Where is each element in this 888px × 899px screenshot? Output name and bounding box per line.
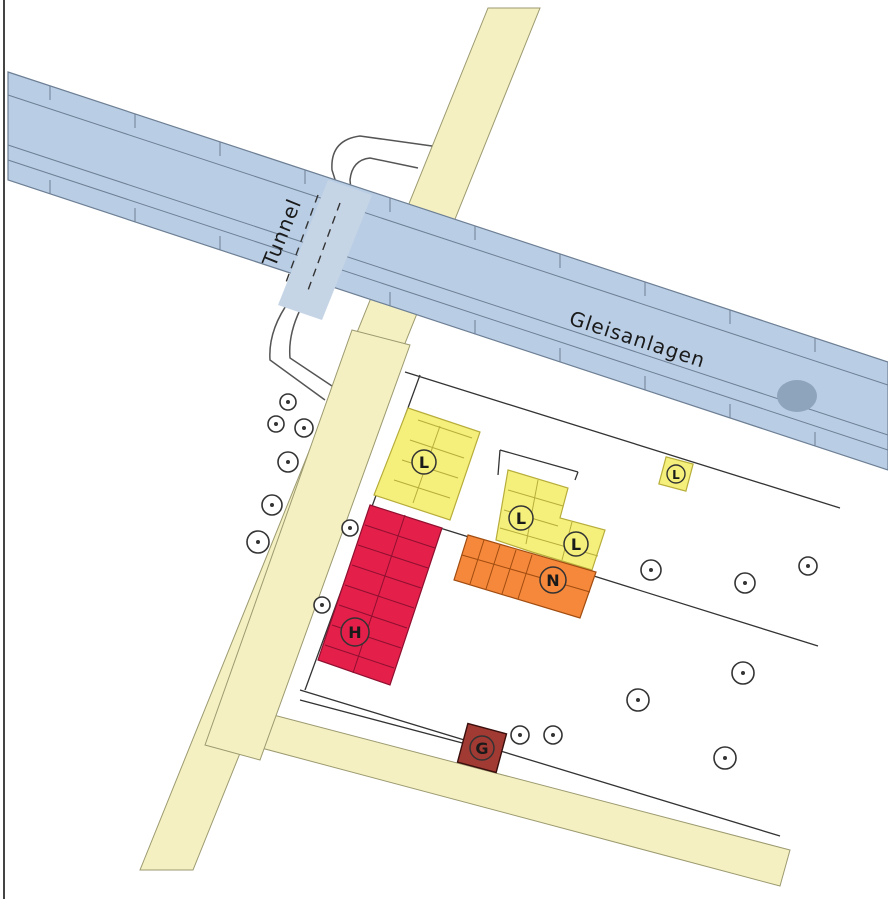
svg-text:L: L — [516, 509, 526, 528]
tree-icon — [313, 596, 331, 614]
building-marker-n: N — [539, 566, 567, 594]
tree-icon — [341, 519, 359, 537]
road-below-rail — [204, 329, 411, 761]
trees — [246, 393, 818, 770]
svg-text:L: L — [672, 468, 680, 482]
tree-icon — [798, 556, 818, 576]
tree-icon — [294, 418, 314, 438]
tunnel-passage — [278, 180, 372, 320]
tree-icon — [261, 494, 283, 516]
railway-band — [7, 71, 888, 471]
tree-icon — [510, 725, 530, 745]
tree-icon — [267, 415, 285, 433]
tree-icon — [640, 559, 662, 581]
building-n-block — [453, 534, 597, 619]
tree-icon — [543, 725, 563, 745]
tree-icon — [734, 572, 756, 594]
svg-text:L: L — [419, 453, 429, 472]
building-marker-g: G — [469, 735, 495, 761]
building-marker-l2: L — [508, 505, 534, 531]
tree-icon — [277, 451, 299, 473]
building-marker-h: H — [340, 617, 370, 647]
tree-icon — [246, 530, 270, 554]
tree-icon — [731, 661, 755, 685]
tree-icon — [279, 393, 297, 411]
building-marker-l4: L — [666, 464, 686, 484]
tree-icon — [713, 746, 737, 770]
access-loop-road — [269, 135, 433, 401]
building-marker-l3: L — [563, 531, 589, 557]
svg-text:G: G — [475, 739, 488, 758]
svg-text:L: L — [571, 535, 581, 554]
building-marker-l1: L — [411, 449, 437, 475]
svg-text:H: H — [348, 623, 361, 642]
svg-text:N: N — [546, 571, 559, 590]
tree-icon — [626, 688, 650, 712]
